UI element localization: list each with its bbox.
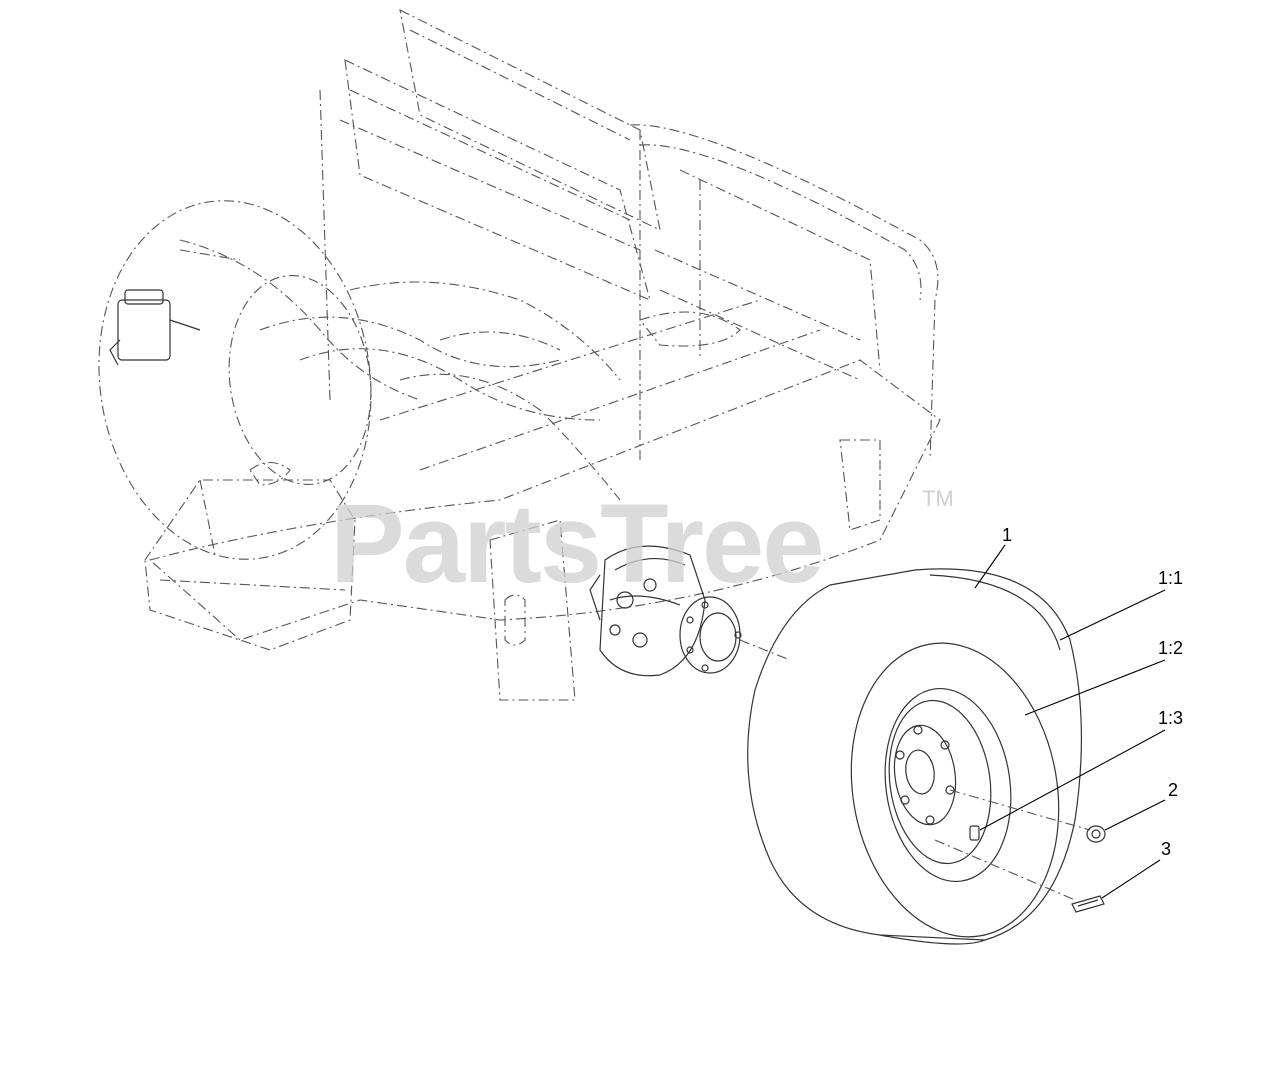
lug-nut (1086, 825, 1106, 843)
valve-stem (969, 825, 980, 841)
watermark-trademark: TM (922, 486, 954, 511)
leader-lines (974, 544, 1166, 899)
callout-1[interactable]: 1 (1002, 525, 1012, 545)
wheel-motor (589, 545, 791, 677)
leader-1 (974, 544, 1006, 589)
watermark-text: PartsTree (330, 481, 823, 606)
wheel-assembly (747, 568, 1091, 945)
callout-2[interactable]: 2 (1168, 780, 1178, 800)
tire (747, 568, 1083, 945)
leader-1-2 (1024, 659, 1166, 716)
leader-3 (1101, 859, 1161, 899)
hydraulic-hoses (179, 239, 621, 501)
leader-1-1 (1059, 589, 1166, 641)
callout-1-1[interactable]: 1:1 (1158, 568, 1183, 588)
leader-1-3 (979, 729, 1166, 831)
callouts: 1 1:1 1:2 1:3 2 3 (1002, 525, 1183, 859)
callout-3[interactable]: 3 (1161, 839, 1171, 859)
leader-2 (1104, 799, 1166, 831)
rear-wheel-phantom (98, 200, 372, 560)
valve-block (109, 289, 201, 366)
callout-1-2[interactable]: 1:2 (1158, 638, 1183, 658)
rim (884, 687, 1012, 883)
decal (1071, 895, 1105, 913)
frame (144, 9, 941, 701)
callout-1-3[interactable]: 1:3 (1158, 708, 1183, 728)
watermark: PartsTree TM (330, 481, 954, 606)
